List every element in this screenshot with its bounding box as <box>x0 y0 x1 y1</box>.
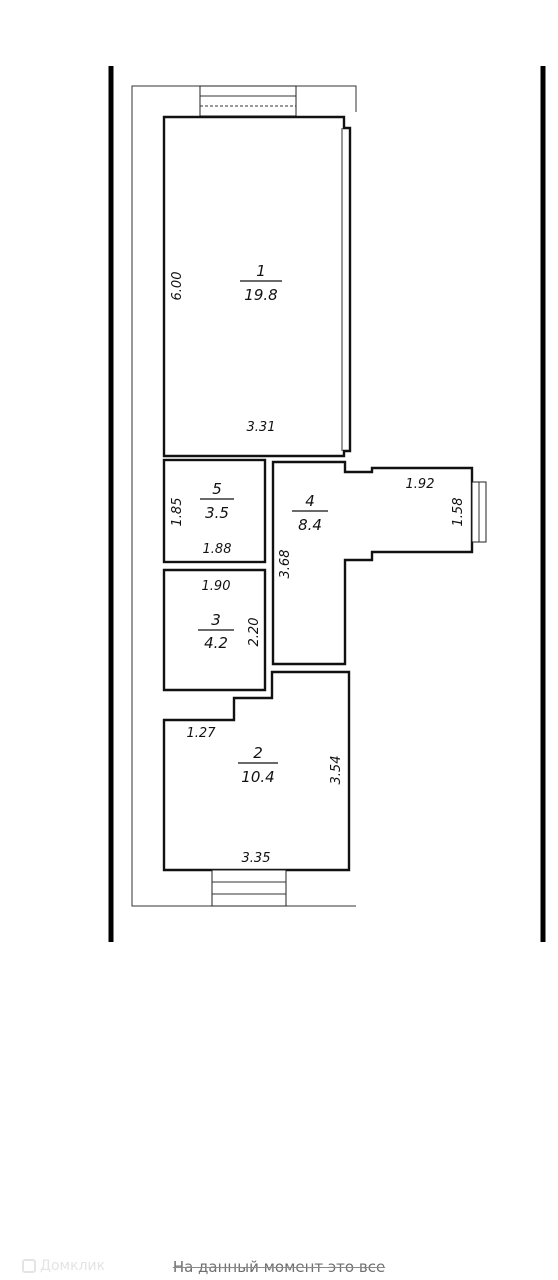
room-4-outline <box>271 460 474 666</box>
room-3-outline <box>162 568 267 692</box>
room-1-outline <box>162 115 352 458</box>
room-1-number: 1 <box>256 262 266 280</box>
watermark-logo-icon <box>22 1259 36 1273</box>
end-of-list-text: На данный момент это все <box>172 1258 386 1276</box>
room-4-dim-width: 1.92 <box>406 477 435 492</box>
room-3-area: 4.2 <box>204 634 228 652</box>
window-top <box>199 85 297 117</box>
room-1-area: 19.8 <box>244 286 277 304</box>
room-5-outline <box>162 458 267 564</box>
room-5-area: 3.5 <box>205 504 229 522</box>
watermark: Домклик <box>22 1258 105 1274</box>
room-1-dim-height: 6.00 <box>170 272 185 301</box>
window-right <box>471 481 487 543</box>
room-2-dim-height: 3.54 <box>329 756 344 785</box>
room-1-dim-width: 3.31 <box>247 420 276 435</box>
room-3-dim-width: 1.90 <box>202 579 231 594</box>
room-4-area: 8.4 <box>298 516 322 534</box>
room-2-number: 2 <box>253 744 263 762</box>
room-4-dim-height: 3.68 <box>278 550 293 579</box>
room-5-number: 5 <box>212 480 222 498</box>
room-2-dim-top: 1.27 <box>187 726 217 741</box>
room-3-number: 3 <box>211 611 221 629</box>
footer: Домклик На данный момент это все <box>0 1258 558 1278</box>
window-bottom <box>211 869 287 907</box>
room-4-dim-window: 1.58 <box>451 498 466 527</box>
outer-boundary-bottom <box>131 112 356 907</box>
room-3-dim-height: 2.20 <box>247 618 262 647</box>
room-4-number: 4 <box>305 492 315 510</box>
room-5-dim-height: 1.85 <box>170 498 185 527</box>
watermark-text: Домклик <box>40 1258 106 1274</box>
room-2-area: 10.4 <box>241 768 274 786</box>
room-2-dim-width: 3.35 <box>242 851 271 866</box>
room-5-dim-width: 1.88 <box>203 542 232 557</box>
